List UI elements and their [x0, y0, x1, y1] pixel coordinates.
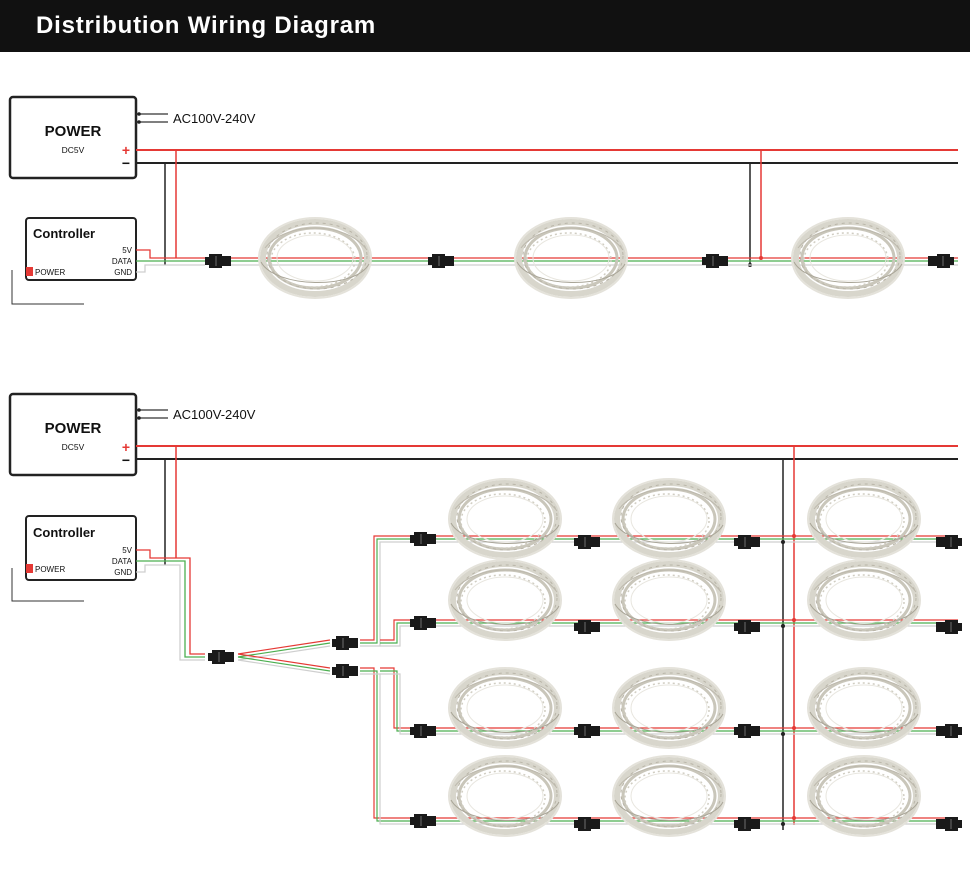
pin-data-label: DATA — [112, 557, 133, 566]
connector-plug-icon — [734, 817, 760, 831]
connector-plug-icon — [208, 650, 234, 664]
ac-input-label: AC100V-240V — [173, 111, 256, 126]
negative-sign: − — [122, 155, 130, 171]
fairy-light-coil-icon — [613, 668, 725, 748]
connector-plug-icon — [702, 254, 728, 268]
controller-box: Controller 5V DATA GND POWER — [25, 515, 137, 581]
connector-plug-icon — [410, 814, 436, 828]
power-supply-box: POWER DC5V + − — [8, 95, 138, 180]
connector-plug-icon — [928, 254, 954, 268]
fairy-light-coil-icon — [808, 479, 920, 559]
connector-plug-icon — [428, 254, 454, 268]
connector-plug-icon — [410, 724, 436, 738]
connector-plug-icon — [936, 535, 962, 549]
controller-power-label: POWER — [35, 565, 65, 574]
pin-gnd-label: GND — [114, 568, 132, 577]
fairy-light-coil-icon — [613, 479, 725, 559]
connector-plug-icon — [332, 636, 358, 650]
pin-gnd-label: GND — [114, 268, 132, 277]
fairy-light-coil-icon — [449, 668, 561, 748]
fairy-light-coil-icon — [808, 560, 920, 640]
connector-plug-icon — [205, 254, 231, 268]
power-spec: DC5V — [62, 145, 85, 155]
connector-plug-icon — [936, 817, 962, 831]
diagram-top: POWER DC5V + − AC100V-240V Controller 5V — [8, 95, 958, 305]
negative-sign: − — [122, 452, 130, 468]
fairy-light-coil-icon — [449, 479, 561, 559]
ac-input-leads: AC100V-240V — [136, 111, 256, 126]
diagram-bottom: POWER DC5V + − AC100V-240V Controller 5V… — [8, 392, 962, 836]
controller-power-indicator — [26, 564, 33, 573]
connector-plug-icon — [936, 620, 962, 634]
connector-plug-icon — [410, 532, 436, 546]
connector-plug-icon — [734, 535, 760, 549]
connector-plug-icon — [410, 616, 436, 630]
connector-plug-icon — [574, 724, 600, 738]
pin-data-label: DATA — [112, 257, 133, 266]
power-spec: DC5V — [62, 442, 85, 452]
controller-power-label: POWER — [35, 268, 65, 277]
pin-5v-label: 5V — [122, 546, 132, 555]
connector-plug-icon — [936, 724, 962, 738]
power-title: POWER — [45, 123, 102, 140]
page-title: Distribution Wiring Diagram — [36, 12, 377, 39]
fairy-light-coil-icon — [449, 560, 561, 640]
power-title: POWER — [45, 420, 102, 437]
string-wire-top — [215, 257, 958, 266]
ac-input-label: AC100V-240V — [173, 407, 256, 422]
controller-box: Controller 5V DATA GND POWER — [25, 217, 137, 281]
connector-plug-icon — [332, 664, 358, 678]
connector-plug-icon — [574, 817, 600, 831]
positive-sign: + — [122, 142, 130, 158]
controller-title: Controller — [33, 525, 95, 540]
connector-plug-icon — [734, 724, 760, 738]
pin-5v-label: 5V — [122, 246, 132, 255]
positive-sign: + — [122, 439, 130, 455]
ac-input-leads: AC100V-240V — [136, 407, 256, 422]
controller-title: Controller — [33, 226, 95, 241]
power-supply-box: POWER DC5V + − — [8, 392, 138, 477]
fairy-light-coil-icon — [613, 560, 725, 640]
connector-plug-icon — [574, 535, 600, 549]
connector-plug-icon — [574, 620, 600, 634]
title-banner: Distribution Wiring Diagram — [0, 0, 970, 52]
connector-plug-icon — [734, 620, 760, 634]
controller-power-indicator — [26, 267, 33, 276]
fairy-light-coil-icon — [808, 668, 920, 748]
